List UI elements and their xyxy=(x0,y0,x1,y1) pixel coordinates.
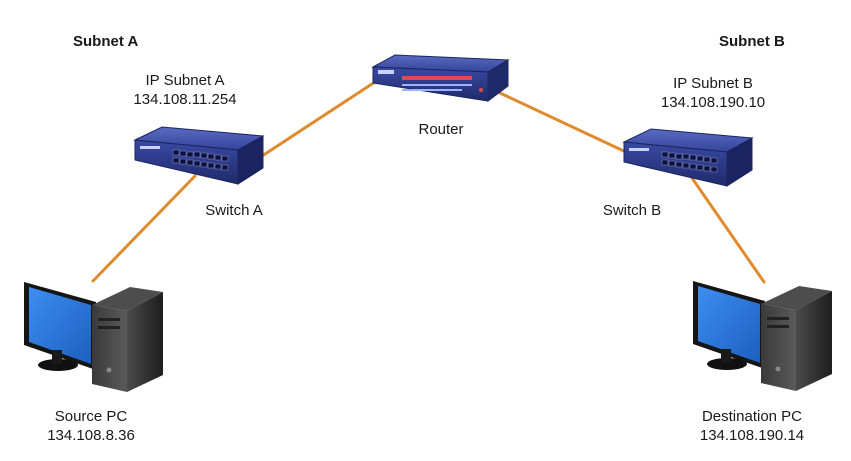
router-label: Router xyxy=(418,121,464,138)
destination-pc-icon[interactable] xyxy=(693,281,832,391)
switch-b-label: Switch B xyxy=(602,202,662,219)
source-pc-ip: 134.108.8.36 xyxy=(47,427,135,444)
subnet-a-heading: Subnet A xyxy=(73,33,139,50)
cables xyxy=(91,78,766,284)
cable-switch-a-source-pc xyxy=(91,174,197,283)
subnet-b-heading: Subnet B xyxy=(719,33,785,50)
subnet-b-ip-label: IP Subnet B xyxy=(673,75,753,92)
destination-pc-label: Destination PC xyxy=(701,408,803,425)
switch-b-icon[interactable] xyxy=(622,128,754,187)
cable-switch-a-router xyxy=(260,78,380,158)
source-pc-label: Source PC xyxy=(54,408,128,425)
router-icon[interactable] xyxy=(371,54,510,102)
switch-a-icon[interactable] xyxy=(133,126,265,185)
switch-a-label: Switch A xyxy=(205,202,263,219)
cable-router-switch-b xyxy=(498,91,630,155)
subnet-b-ip-address: 134.108.190.10 xyxy=(660,94,766,111)
cable-switch-b-destination-pc xyxy=(690,176,766,284)
subnet-a-ip-label: IP Subnet A xyxy=(145,72,225,89)
destination-pc-ip: 134.108.190.14 xyxy=(699,427,805,444)
subnet-a-ip-address: 134.108.11.254 xyxy=(133,91,237,108)
source-pc-icon[interactable] xyxy=(24,282,163,392)
